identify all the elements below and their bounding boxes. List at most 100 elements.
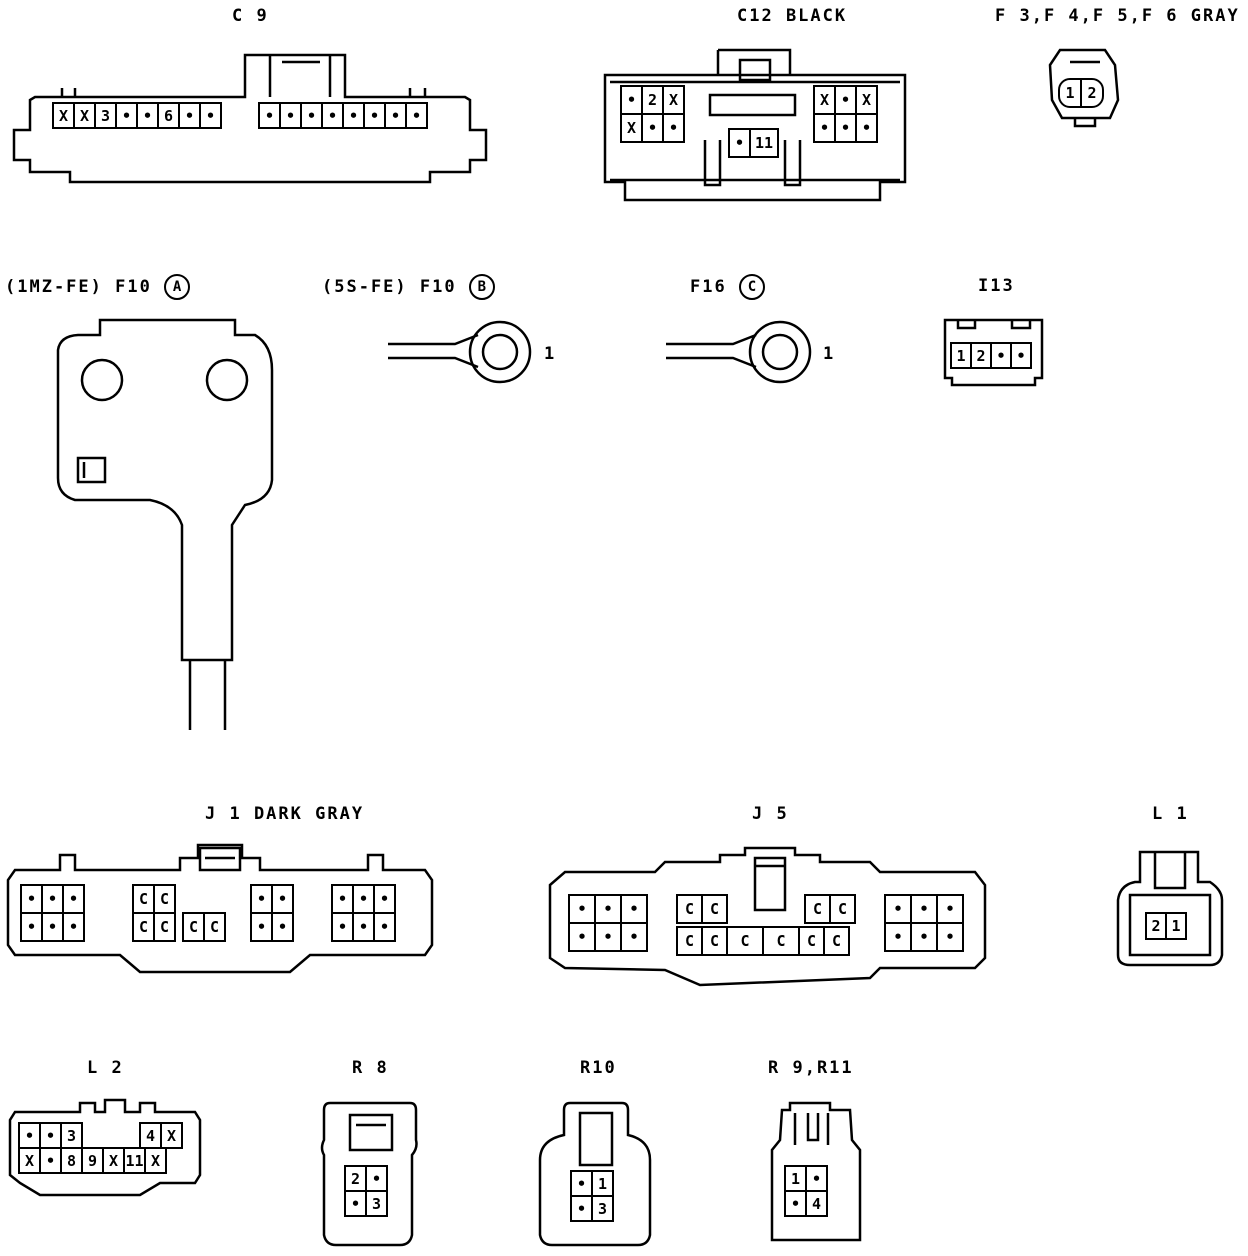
r10-pins: • 1 • 3 (570, 1170, 614, 1222)
j1-pin: • (62, 912, 85, 942)
c9-housing (12, 53, 488, 184)
l2-pin: 11 (123, 1147, 146, 1174)
j5-pin: • (936, 922, 964, 952)
j5-pin: C (676, 926, 703, 956)
j5-pin: C (762, 926, 800, 956)
j5-group-2-top-left: C C (676, 894, 728, 924)
c9-pin: 6 (157, 102, 180, 129)
i13-pin: • (1010, 342, 1032, 369)
l2-pin: 4 (139, 1122, 162, 1149)
j5-pin: C (701, 894, 728, 924)
label-j5: J 5 (752, 804, 789, 824)
j1-housing (6, 843, 434, 974)
label-f10b-circle: B (468, 274, 495, 300)
r8-pin: • (344, 1190, 367, 1217)
label-r8: R 8 (352, 1058, 389, 1078)
c9-pin: • (115, 102, 138, 129)
j5-group-2-top-right: C C (804, 894, 856, 924)
j5-pin: • (594, 894, 622, 924)
r10-pin: 3 (591, 1195, 614, 1222)
j5-pin: C (823, 926, 850, 956)
j1-pin: • (373, 884, 396, 914)
l2-housing (8, 1098, 202, 1197)
c12-pin: X (813, 85, 836, 115)
j5-housing (548, 846, 987, 987)
label-l1: L 1 (1152, 804, 1189, 824)
j1-pin: • (373, 912, 396, 942)
j1-pin: • (62, 884, 85, 914)
l1-pin: 2 (1145, 912, 1167, 940)
l2-pin: • (39, 1147, 62, 1174)
c9-pin: • (405, 102, 428, 129)
c12-pin: • (834, 113, 857, 143)
l2-pin: X (18, 1147, 41, 1174)
f3-pins: 1 2 (1058, 78, 1104, 108)
l1-pin: 1 (1165, 912, 1187, 940)
j1-pin: C (153, 912, 176, 942)
f3-housing (1048, 48, 1120, 120)
j1-pin: • (271, 912, 294, 942)
l2-pins-bottom: X • 8 9 X 11 X (18, 1147, 167, 1174)
i13-housing (943, 318, 1044, 387)
i13-pin: 1 (950, 342, 972, 369)
c9-pin: • (178, 102, 201, 129)
r10-pin: • (570, 1195, 593, 1222)
label-r10: R10 (580, 1058, 617, 1078)
j5-pin: • (884, 894, 912, 924)
l2-pin: • (39, 1122, 62, 1149)
label-f16: F16 C (690, 274, 765, 300)
j5-pin: C (701, 926, 728, 956)
r9r11-pin: • (784, 1190, 807, 1217)
j1-pin: • (41, 912, 64, 942)
j5-group-1: • • • • • • (568, 894, 648, 952)
j5-pin: C (798, 926, 825, 956)
j5-pin: • (910, 922, 938, 952)
c9-pin: • (258, 102, 281, 129)
c9-pin: • (300, 102, 323, 129)
l2-pin: X (102, 1147, 125, 1174)
label-f10a: (1MZ-FE) F10 A (5, 274, 191, 300)
c9-pins-left: X X 3 • • 6 • • (52, 102, 222, 129)
r10-pin: 1 (591, 1170, 614, 1197)
i13-pins: 1 2 • • (950, 342, 1032, 369)
c9-pin: • (363, 102, 386, 129)
j1-pin: • (41, 884, 64, 914)
r10-housing (538, 1101, 652, 1247)
c12-pins-left: • 2 X X • • (620, 85, 685, 143)
j5-pin: C (726, 926, 764, 956)
label-f16-text: F16 (690, 277, 727, 297)
j1-pin: • (250, 912, 273, 942)
j1-pin: C (132, 884, 155, 914)
j5-pin: • (910, 894, 938, 924)
j1-group-4: • • • • • • (331, 884, 396, 942)
c9-pin: • (199, 102, 222, 129)
j1-pin: • (331, 912, 354, 942)
c12-pin: 11 (749, 128, 779, 158)
c9-pin: • (279, 102, 302, 129)
i13-pin: • (990, 342, 1012, 369)
c12-pins-right: X • X • • • (813, 85, 878, 143)
j1-pin: C (132, 912, 155, 942)
l1-pins: 2 1 (1145, 912, 1187, 940)
j5-pin: • (936, 894, 964, 924)
j1-group-1: • • • • • • (20, 884, 85, 942)
l2-pin: 3 (60, 1122, 83, 1149)
c12-pin: X (662, 85, 685, 115)
i13-pin: 2 (970, 342, 992, 369)
j5-pin: • (620, 894, 648, 924)
j1-pin: C (203, 912, 226, 942)
c9-pin: X (52, 102, 75, 129)
c12-pin: • (855, 113, 878, 143)
label-f16-circle: C (738, 274, 765, 300)
c12-pin: • (813, 113, 836, 143)
c12-pin: • (641, 113, 664, 143)
j1-pin: • (352, 884, 375, 914)
l2-pins-top-right: 4 X (139, 1122, 183, 1149)
c9-pin: • (136, 102, 159, 129)
r9r11-pins: 1 • • 4 (784, 1165, 828, 1217)
r8-pin: 3 (365, 1190, 388, 1217)
c12-pin: 2 (641, 85, 664, 115)
j5-pin: C (676, 894, 703, 924)
label-l2: L 2 (87, 1058, 124, 1078)
